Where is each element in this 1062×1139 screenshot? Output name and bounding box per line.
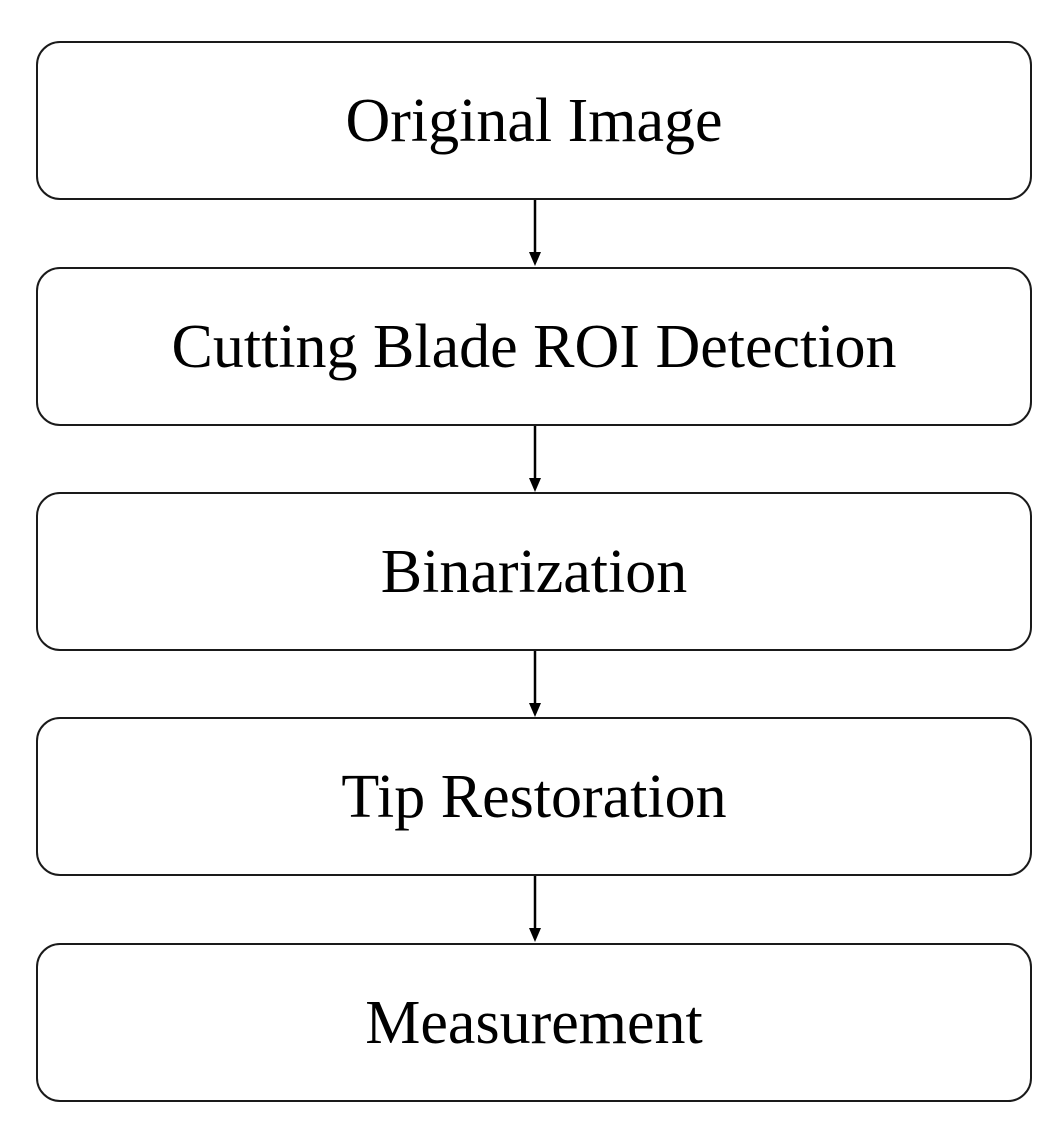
- step-label-original-image: Original Image: [345, 86, 723, 155]
- arrow-down-icon: [529, 651, 541, 717]
- arrow-down-icon: [529, 200, 541, 266]
- arrow-down-icon: [529, 426, 541, 492]
- step-box-tip-restoration: Tip Restoration: [36, 717, 1032, 876]
- step-box-binarization: Binarization: [36, 492, 1032, 651]
- step-label-cutting-blade-roi-detection: Cutting Blade ROI Detection: [171, 312, 897, 381]
- step-label-tip-restoration: Tip Restoration: [341, 762, 727, 831]
- step-box-cutting-blade-roi-detection: Cutting Blade ROI Detection: [36, 267, 1032, 426]
- step-box-measurement: Measurement: [36, 943, 1032, 1102]
- step-label-measurement: Measurement: [365, 988, 703, 1057]
- arrow-down-icon: [529, 876, 541, 942]
- step-label-binarization: Binarization: [380, 537, 688, 606]
- step-box-original-image: Original Image: [36, 41, 1032, 200]
